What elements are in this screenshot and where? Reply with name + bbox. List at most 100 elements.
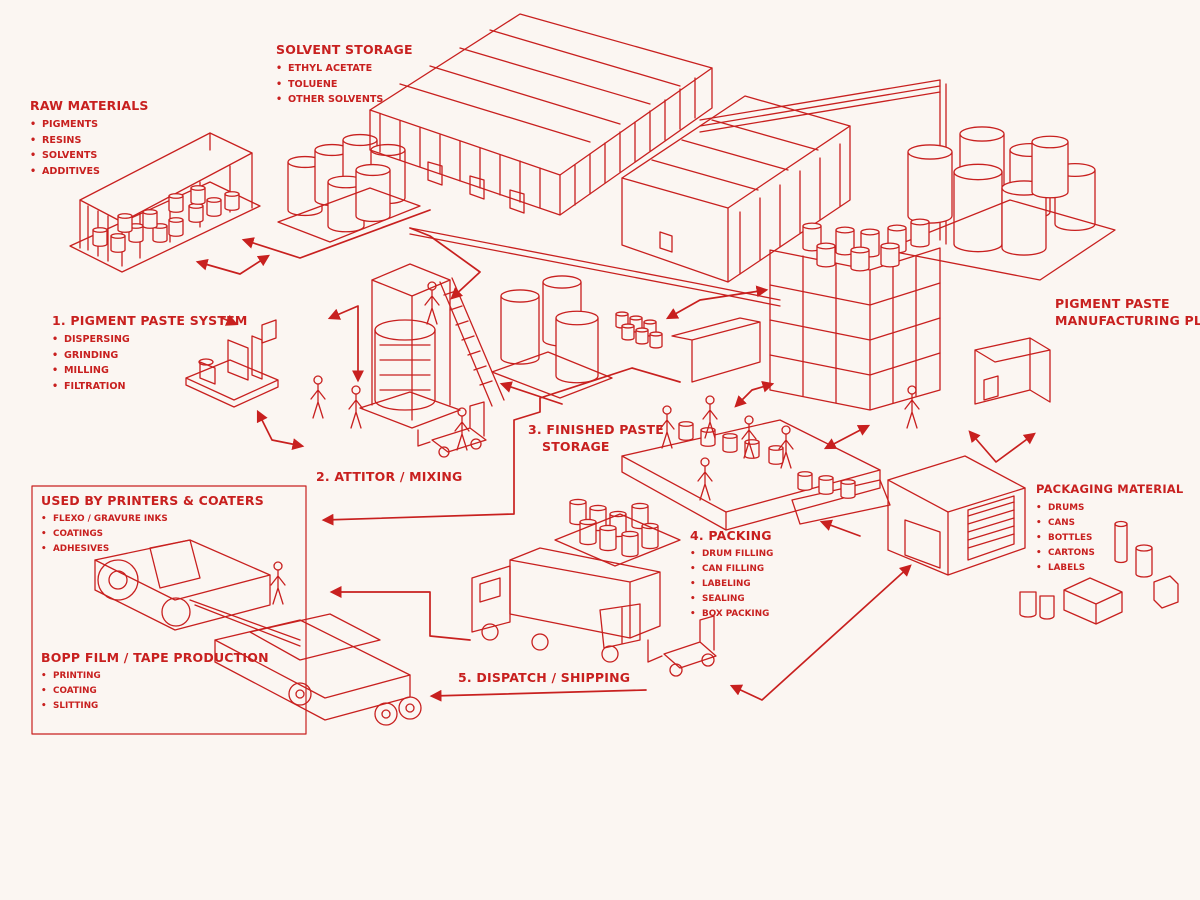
forklift-2 <box>647 615 717 677</box>
drum <box>190 185 206 205</box>
worker-figure <box>424 281 440 325</box>
list-item: FLEXO / GRAVURE INKS <box>41 512 264 527</box>
arrow-raw-to-mixer <box>241 209 431 259</box>
film-coating-line <box>214 613 422 726</box>
drum <box>678 421 694 441</box>
printing-press <box>94 539 301 647</box>
arrow-solvent-to-vessel <box>409 227 481 300</box>
solvent-storage-title: SOLVENT STORAGE <box>276 42 413 57</box>
list-item: RESINS <box>30 133 149 149</box>
list-item: SEALING <box>690 592 773 607</box>
storage-tank <box>1031 135 1069 199</box>
worker-figure <box>310 375 326 419</box>
worker-figure <box>697 457 713 501</box>
drum-pallet-stack <box>569 498 659 558</box>
storage-tank <box>287 155 323 217</box>
list-item: SLITTING <box>41 699 269 714</box>
label-used-by-printers: USED BY PRINTERS & COATERS FLEXO / GRAVU… <box>41 492 264 557</box>
drum <box>797 471 813 491</box>
tower-tanks <box>802 218 930 272</box>
worker-figure <box>348 385 364 429</box>
raw-materials-list: PIGMENTS RESINS SOLVENTS ADDITIVES <box>30 117 149 179</box>
process-tank <box>910 218 930 248</box>
drum <box>117 213 133 233</box>
process-tower <box>769 247 941 411</box>
process-tank <box>850 246 870 272</box>
arrow-packaging-to-plant <box>968 430 1036 463</box>
list-item: TOLUENE <box>276 77 413 93</box>
list-item: BOX PACKING <box>690 607 773 622</box>
packing-conveyor <box>621 419 891 531</box>
drum <box>188 203 204 223</box>
drum-pallet-base <box>554 513 681 567</box>
drum <box>142 209 158 229</box>
drum <box>168 217 184 237</box>
label-attitor-mixing: 2. ATTITOR / MIXING <box>316 468 462 485</box>
label-pigment-paste-system: 1. PIGMENT PASTE SYSTEM DISPERSING GRIND… <box>52 312 247 394</box>
arrow-raw-to-solvent <box>195 254 271 275</box>
flow-arrows <box>195 209 1036 702</box>
packaging-building <box>887 455 1026 576</box>
drum <box>579 518 597 546</box>
list-item: DRUM FILLING <box>690 547 773 562</box>
drum <box>840 479 856 499</box>
list-item: GRINDING <box>52 348 247 364</box>
printers-frame <box>31 485 307 735</box>
arrow-paste-to-printers <box>321 367 681 526</box>
storage-tank <box>327 175 365 233</box>
drum <box>110 233 126 253</box>
finished-paste-tanks <box>500 275 599 384</box>
list-item: ADHESIVES <box>41 542 264 557</box>
label-packaging-material: PACKAGING MATERIAL DRUMS CANS BOTTLES CA… <box>1036 481 1183 576</box>
packing-drums <box>678 421 856 499</box>
drum <box>599 524 617 552</box>
worker-figure <box>454 407 470 451</box>
paste-tank <box>500 289 540 365</box>
list-item: PRINTING <box>41 669 269 684</box>
attitor-mixing-title: 2. ATTITOR / MIXING <box>316 469 463 484</box>
used-by-printers-list: FLEXO / GRAVURE INKS COATINGS ADHESIVES <box>41 512 264 557</box>
list-item: PIGMENTS <box>30 117 149 133</box>
paste-tank-base <box>491 351 613 399</box>
storage-tank <box>953 163 1003 253</box>
arrow-packing-to-warehouse <box>819 519 861 537</box>
list-item: LABELS <box>1036 561 1183 576</box>
drum <box>206 197 222 217</box>
solvent-storage-tanks <box>287 133 406 233</box>
process-tank <box>880 242 900 268</box>
label-raw-materials: RAW MATERIALS PIGMENTS RESINS SOLVENTS A… <box>30 97 149 179</box>
drum <box>768 445 784 465</box>
drum <box>621 530 639 558</box>
worker-figure <box>904 385 920 429</box>
finished-paste-title-line1: 3. FINISHED PASTE <box>528 422 664 437</box>
dispatch-title: 5. DISPATCH / SHIPPING <box>458 670 631 685</box>
worker-figure <box>741 415 757 459</box>
label-pigment-paste-plant: PIGMENT PASTE MANUFACTURING PLANT <box>1055 295 1200 329</box>
list-item: CARTONS <box>1036 546 1183 561</box>
drum <box>621 323 635 341</box>
delivery-truck <box>471 547 661 663</box>
plant-title-line2: MANUFACTURING PLANT <box>1055 313 1200 328</box>
worker-figure <box>702 395 718 439</box>
arrow-conveyor-to-plant <box>823 424 871 450</box>
raw-material-drums <box>92 185 240 253</box>
list-item: COATING <box>41 684 269 699</box>
forklift-1 <box>417 401 487 458</box>
solvent-tank-base <box>277 187 421 243</box>
list-item: SOLVENTS <box>30 148 149 164</box>
worker-figure <box>778 425 794 469</box>
tank-farm <box>907 126 1096 256</box>
arrow-warehouse-to-dispatch <box>729 564 912 701</box>
arrow-paste-storage-back <box>499 381 563 405</box>
mixing-vessel <box>359 263 505 429</box>
process-tank <box>835 226 855 256</box>
pallet-drums <box>615 311 663 349</box>
arrow-plant-to-packing <box>734 381 775 408</box>
arrow-mixer-loop <box>327 305 364 383</box>
list-item: CANS <box>1036 516 1183 531</box>
packing-list: DRUM FILLING CAN FILLING LABELING SEALIN… <box>690 547 773 622</box>
pigment-paste-system-title: 1. PIGMENT PASTE SYSTEM <box>52 313 248 328</box>
drum <box>224 191 240 211</box>
